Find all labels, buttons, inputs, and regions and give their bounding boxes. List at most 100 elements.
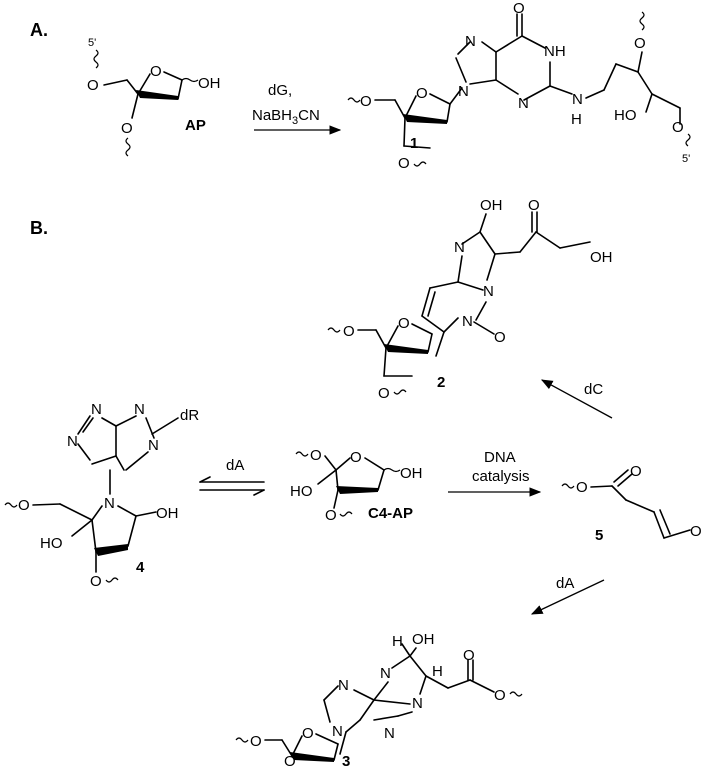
n-atom: N (338, 677, 349, 694)
n-atom: N (332, 723, 343, 740)
o-atom: O (528, 197, 540, 214)
arrow-dc: dC (540, 379, 613, 419)
o-atom: O (18, 497, 30, 514)
wavy-bond (235, 737, 249, 743)
compound-3-label: 3 (342, 753, 350, 769)
o-atom: O (378, 385, 390, 402)
n-atom: N (465, 33, 476, 50)
o-atom: O (121, 120, 133, 137)
wavy-bond (93, 49, 99, 69)
o-atom: O (87, 77, 99, 94)
o-atom: O (284, 753, 296, 769)
wavy-bond (327, 327, 341, 333)
dr-group: dR (180, 407, 199, 424)
ring-o-atom: O (150, 63, 162, 80)
n-atom: N (454, 239, 465, 256)
n-atom: N (384, 725, 395, 742)
reagent-dc: dC (584, 381, 603, 398)
wavy-bond (393, 389, 407, 395)
reagent-da-down: dA (556, 575, 574, 592)
reagent-catalysis: catalysis (472, 468, 530, 485)
ring-o-atom: O (350, 449, 362, 466)
equilibrium-arrows: dA (199, 457, 265, 496)
compound-4-label: 4 (136, 559, 145, 576)
oh-group: OH (400, 465, 423, 482)
o-atom: O (690, 523, 702, 540)
reagent-dg: dG, (268, 82, 292, 99)
wavy-bond (4, 502, 18, 508)
wavy-bond (561, 483, 575, 489)
h-atom: H (432, 663, 443, 680)
ring-o-atom: O (302, 725, 314, 742)
oh-group: OH (480, 197, 503, 214)
compound-2-label: 2 (437, 374, 445, 391)
compound-1-label: 1 (410, 135, 418, 152)
h-atom: H (571, 111, 582, 128)
o-atom: O (672, 119, 684, 136)
ho-group: HO (40, 535, 63, 552)
reagent-nabh: NaBH3CN (252, 107, 320, 127)
c4-ap: O O OH HO O C4-AP (290, 447, 423, 524)
o-atom: O (494, 687, 506, 704)
o-atom: O (630, 463, 642, 480)
compound-2: OH N N O OH N O O O (327, 197, 613, 402)
o-atom: O (343, 323, 355, 340)
ring-o-atom: O (398, 315, 410, 332)
o-atom: O (576, 479, 588, 496)
compound-5-label: 5 (595, 527, 603, 544)
oh-group: OH (198, 75, 221, 92)
arrow-dna-catalysis: DNA catalysis (448, 449, 542, 497)
o-atom: O (513, 0, 525, 17)
n-atom: N (518, 95, 529, 112)
reagent-da-eq: dA (226, 457, 244, 474)
wavy-bond (413, 161, 427, 167)
o-atom: O (90, 573, 102, 590)
ho-group: HO (614, 107, 637, 124)
o-atom: O (494, 329, 506, 346)
five-prime-label: 5' (682, 153, 690, 165)
n-atom: N (67, 433, 78, 450)
n-atom: N (483, 283, 494, 300)
n-atom: N (91, 401, 102, 418)
o-atom: O (463, 647, 475, 664)
n-atom: N (572, 91, 583, 108)
arrow-da: dA (530, 575, 605, 615)
wavy-bond (125, 137, 131, 157)
ap-sugar: 5' O O OH O AP (87, 37, 221, 157)
ring-o-atom: O (416, 85, 428, 102)
wavy-bond (295, 451, 309, 457)
oh-group: OH (156, 505, 179, 522)
compound-c4ap-label: C4-AP (368, 505, 413, 522)
n-atom: N (134, 401, 145, 418)
o-atom: O (360, 93, 372, 110)
n-atom: N (148, 437, 159, 454)
wavy-bond (181, 77, 199, 83)
o-atom: O (398, 155, 410, 172)
compound-ap-label: AP (185, 117, 206, 134)
n-atom: N (462, 313, 473, 330)
n-atom: N (458, 83, 469, 100)
o-atom: O (325, 507, 337, 524)
five-prime-label: 5' (88, 37, 96, 49)
oh-group: OH (590, 249, 613, 266)
n-atom: N (380, 665, 391, 682)
oh-group: OH (412, 631, 435, 648)
reagent-dna: DNA (484, 449, 516, 466)
nh-group: NH (544, 43, 566, 60)
arrow-a: dG, NaBH3CN (252, 82, 342, 135)
compound-3: H OH N H N O O N N N O O (235, 631, 523, 769)
wavy-bond (509, 691, 523, 697)
compound-4: N N N N dR N O OH HO O 4 (4, 401, 199, 590)
wavy-bond (105, 577, 119, 583)
wavy-bond (339, 511, 353, 517)
section-b-label: B. (30, 218, 48, 238)
o-atom: O (250, 733, 262, 750)
n-atom: N (104, 495, 115, 512)
wavy-bond (347, 97, 361, 103)
compound-1: O O O 1 N N O NH N N H (347, 0, 691, 172)
wavy-bond (383, 467, 401, 473)
o-atom: O (310, 447, 322, 464)
compound-5: O O O 5 (561, 463, 702, 544)
